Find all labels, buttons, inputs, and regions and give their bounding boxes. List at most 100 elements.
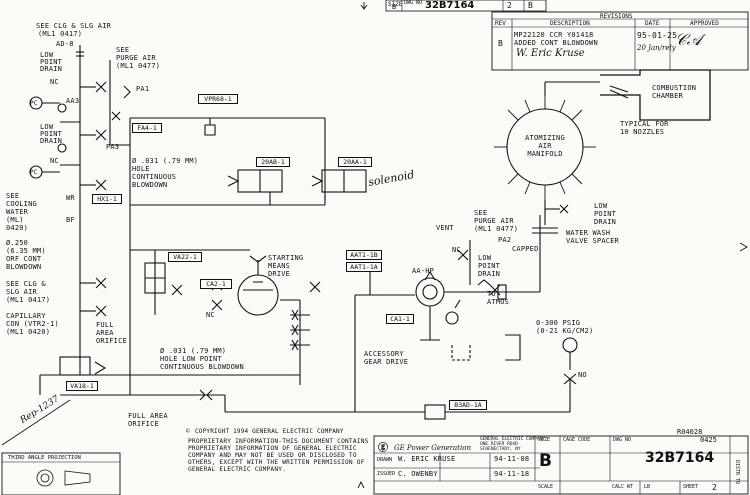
revisions-header: REVISIONS <box>600 13 633 20</box>
top-dwg-no-label: DWG NO <box>404 0 423 6</box>
distr-label: DISTR TO <box>734 460 740 485</box>
top-rev: B <box>528 1 533 10</box>
hole-low-point-1: Ø .031 (.79 MM) <box>160 347 227 355</box>
see-purge-air-r-3: (ML1 0477) <box>474 225 519 233</box>
cooling-water-3: WATER <box>6 208 29 216</box>
accessory-gear-1: ACCESSORY <box>364 350 404 358</box>
orf-blowdown-1: Ø.250 <box>6 239 29 247</box>
label-low-point-drain-1a: LOW <box>40 51 54 59</box>
drawn-date: 94-11-08 <box>494 455 530 463</box>
label-low-point-drain-1c: DRAIN <box>40 65 63 73</box>
va22-box: VA22-1 <box>168 252 202 262</box>
dwg-no-label: DWG NO <box>613 437 632 443</box>
sheet-label: SHEET <box>683 484 699 490</box>
revision-signature: W. Eric Kruse <box>516 48 585 59</box>
va18-box: VA18-1 <box>66 381 98 391</box>
ad8-label: AD-8 <box>56 40 74 48</box>
label-low-point-drain-2b: POINT <box>40 130 63 138</box>
water-wash-2: VALVE SPACER <box>566 237 619 245</box>
label-see-clg-slg-air-2: (ML1 0417) <box>38 30 83 38</box>
bf-label: BF <box>66 216 75 224</box>
sheet-number: 2 <box>712 483 718 492</box>
pc-label-2: PC <box>30 169 38 176</box>
description-col-header: DESCRIPTION <box>550 20 590 27</box>
see-clg-slg-2-1: SEE CLG & <box>6 280 46 288</box>
capped-label: CAPPED <box>512 245 539 253</box>
aat1a-box: AAT1-1A <box>346 262 382 272</box>
nc-label-4: NC <box>452 246 461 254</box>
gauge-range-2: (0-21 KG/CM2) <box>536 327 594 335</box>
size-label: SIZE <box>538 437 551 443</box>
hx1-box: HX1-1 <box>92 194 122 204</box>
issued-label: ISSUED <box>377 471 396 477</box>
capillary-3: (ML1 0420) <box>6 328 51 336</box>
pc-label-1: PC <box>30 100 38 107</box>
rev-col-header: REV <box>495 20 506 27</box>
revision-row-desc-2: ADDED CONT BLOWDOWN <box>514 39 598 47</box>
manifold-label-1: ATOMIZING <box>525 134 565 142</box>
revision-row-rev: B <box>498 39 504 48</box>
company-address-2: ONE RIVER ROAD <box>480 442 518 447</box>
top-drawing-number: 32B7164 <box>425 0 475 11</box>
to-atmos-1: TO <box>487 290 496 298</box>
fa4-box: FA4-1 <box>132 123 162 133</box>
low-point-drain-r-2: POINT <box>594 210 617 218</box>
orf-blowdown-3: ORF CONT <box>6 255 42 263</box>
copyright-symbol-icon: © <box>186 428 190 435</box>
low-point-drain-c-2: POINT <box>478 262 501 270</box>
revision-date-hand: 20 Jan/rely <box>637 44 676 52</box>
ref-number-2: 0425 <box>700 436 717 444</box>
hole-blowdown-4: BLOWDOWN <box>132 181 168 189</box>
drawn-by: W. ERIC KRUSE <box>398 455 456 463</box>
low-point-drain-c-1: LOW <box>478 254 492 262</box>
cooling-water-5: 0420) <box>6 224 29 232</box>
scale-label: SCALE <box>538 484 554 490</box>
company-name: GE Power Generation <box>394 444 471 452</box>
label-see-clg-slg-air-1: SEE CLG & SLG AIR <box>36 22 112 30</box>
cooling-water-4: (ML) <box>6 216 24 224</box>
see-clg-slg-2-2: SLG AIR <box>6 288 37 296</box>
top-size-code: B <box>392 3 397 11</box>
ca1-box: CA1-1 <box>386 314 414 324</box>
starting-means-1: STARTING <box>268 254 304 262</box>
approved-col-header: APPROVED <box>690 20 719 27</box>
starting-means-3: DRIVE <box>268 270 291 278</box>
no-label: NO <box>578 371 587 379</box>
cooling-water-1: SEE <box>6 192 20 200</box>
approval-signature-icon: 𝒞𝒜 <box>675 30 702 49</box>
vpr68-box: VPR68-1 <box>198 94 238 104</box>
cage-code-label: CAGE CODE <box>563 437 591 443</box>
full-area-orifice-1a: FULL <box>96 321 114 329</box>
full-area-orifice-2a: FULL AREA <box>128 412 168 420</box>
ge-logo-icon: ⓖ <box>378 443 388 454</box>
20ab-box: 20AB-1 <box>256 157 290 167</box>
accessory-gear-2: GEAR DRIVE <box>364 358 409 366</box>
capillary-2: CON (VTR2-1) <box>6 320 59 328</box>
ref-number: R04028 <box>677 428 703 436</box>
aa-hp-label: AA-HP <box>412 267 435 275</box>
typical-nozzles-2: 10 NOZZLES <box>620 128 665 136</box>
nc-label-1: NC <box>50 78 59 86</box>
calc-wt-label: CALC WT <box>612 484 634 490</box>
hole-blowdown-2: HOLE <box>132 165 150 173</box>
proprietary-5: GENERAL ELECTRIC COMPANY. <box>188 466 287 473</box>
proprietary-2: PROPRIETARY INFORMATION OF GENERAL ELECT… <box>188 445 357 452</box>
hole-low-point-2: HOLE LOW POINT <box>160 355 222 363</box>
combustion-chamber-1: COMBUSTION <box>652 84 697 92</box>
capillary-1: CAPILLARY <box>6 312 46 320</box>
pa3-label: PA3 <box>106 143 120 151</box>
company-address-3: SCHENECTADY, NY <box>480 447 521 452</box>
wr-label: WR <box>66 194 75 202</box>
typical-nozzles-1: TYPICAL FOR <box>620 120 669 128</box>
revision-row-date: 95-01-25 <box>637 31 678 40</box>
label-see-purge-air-3: (ML1 0477) <box>116 62 161 70</box>
gauge-range-1: 0-300 PSIG <box>536 319 581 327</box>
revision-row-desc-1: MP22120 CCR Y01418 <box>514 31 594 39</box>
water-wash-1: WATER WASH <box>566 229 611 237</box>
size-code: B <box>539 451 552 471</box>
nc-label-2: NC <box>50 157 59 165</box>
top-size-label: SIZE <box>388 1 403 8</box>
label-see-purge-air-2: PURGE AIR <box>116 54 156 62</box>
